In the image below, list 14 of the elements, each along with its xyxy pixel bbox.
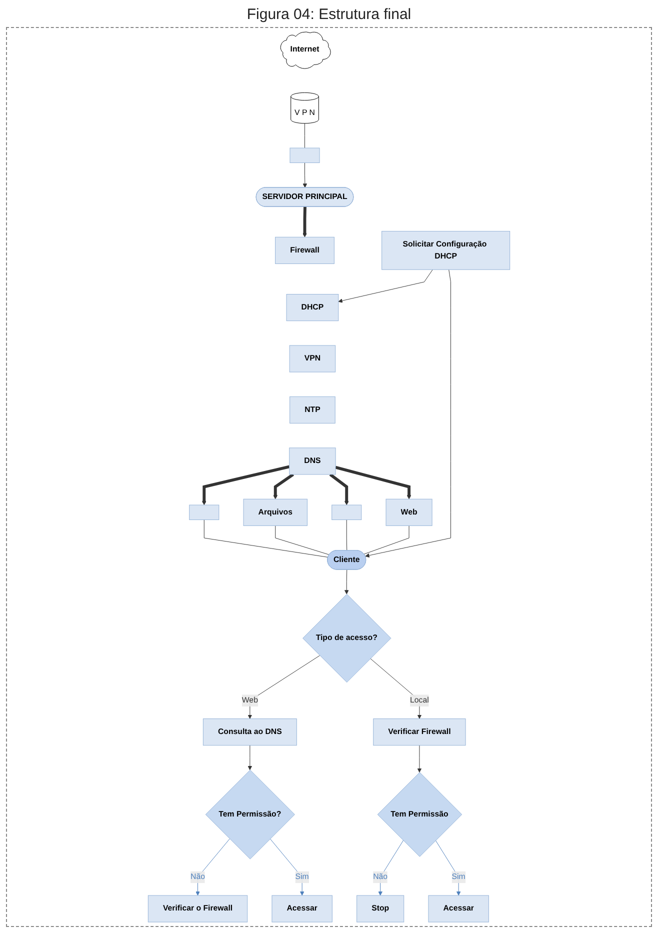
diagram-title: Figura 04: Estrutura final xyxy=(246,6,412,23)
arrow xyxy=(329,473,349,506)
node-box xyxy=(290,148,320,163)
node-box xyxy=(332,504,362,520)
arrow xyxy=(202,465,290,506)
arrow xyxy=(335,466,412,500)
connector xyxy=(275,525,330,555)
arrow xyxy=(273,473,294,500)
connector xyxy=(346,520,348,551)
arrow xyxy=(302,206,307,238)
node-box xyxy=(189,504,220,520)
connector xyxy=(364,525,410,554)
connector xyxy=(204,520,328,558)
connector xyxy=(304,123,305,148)
